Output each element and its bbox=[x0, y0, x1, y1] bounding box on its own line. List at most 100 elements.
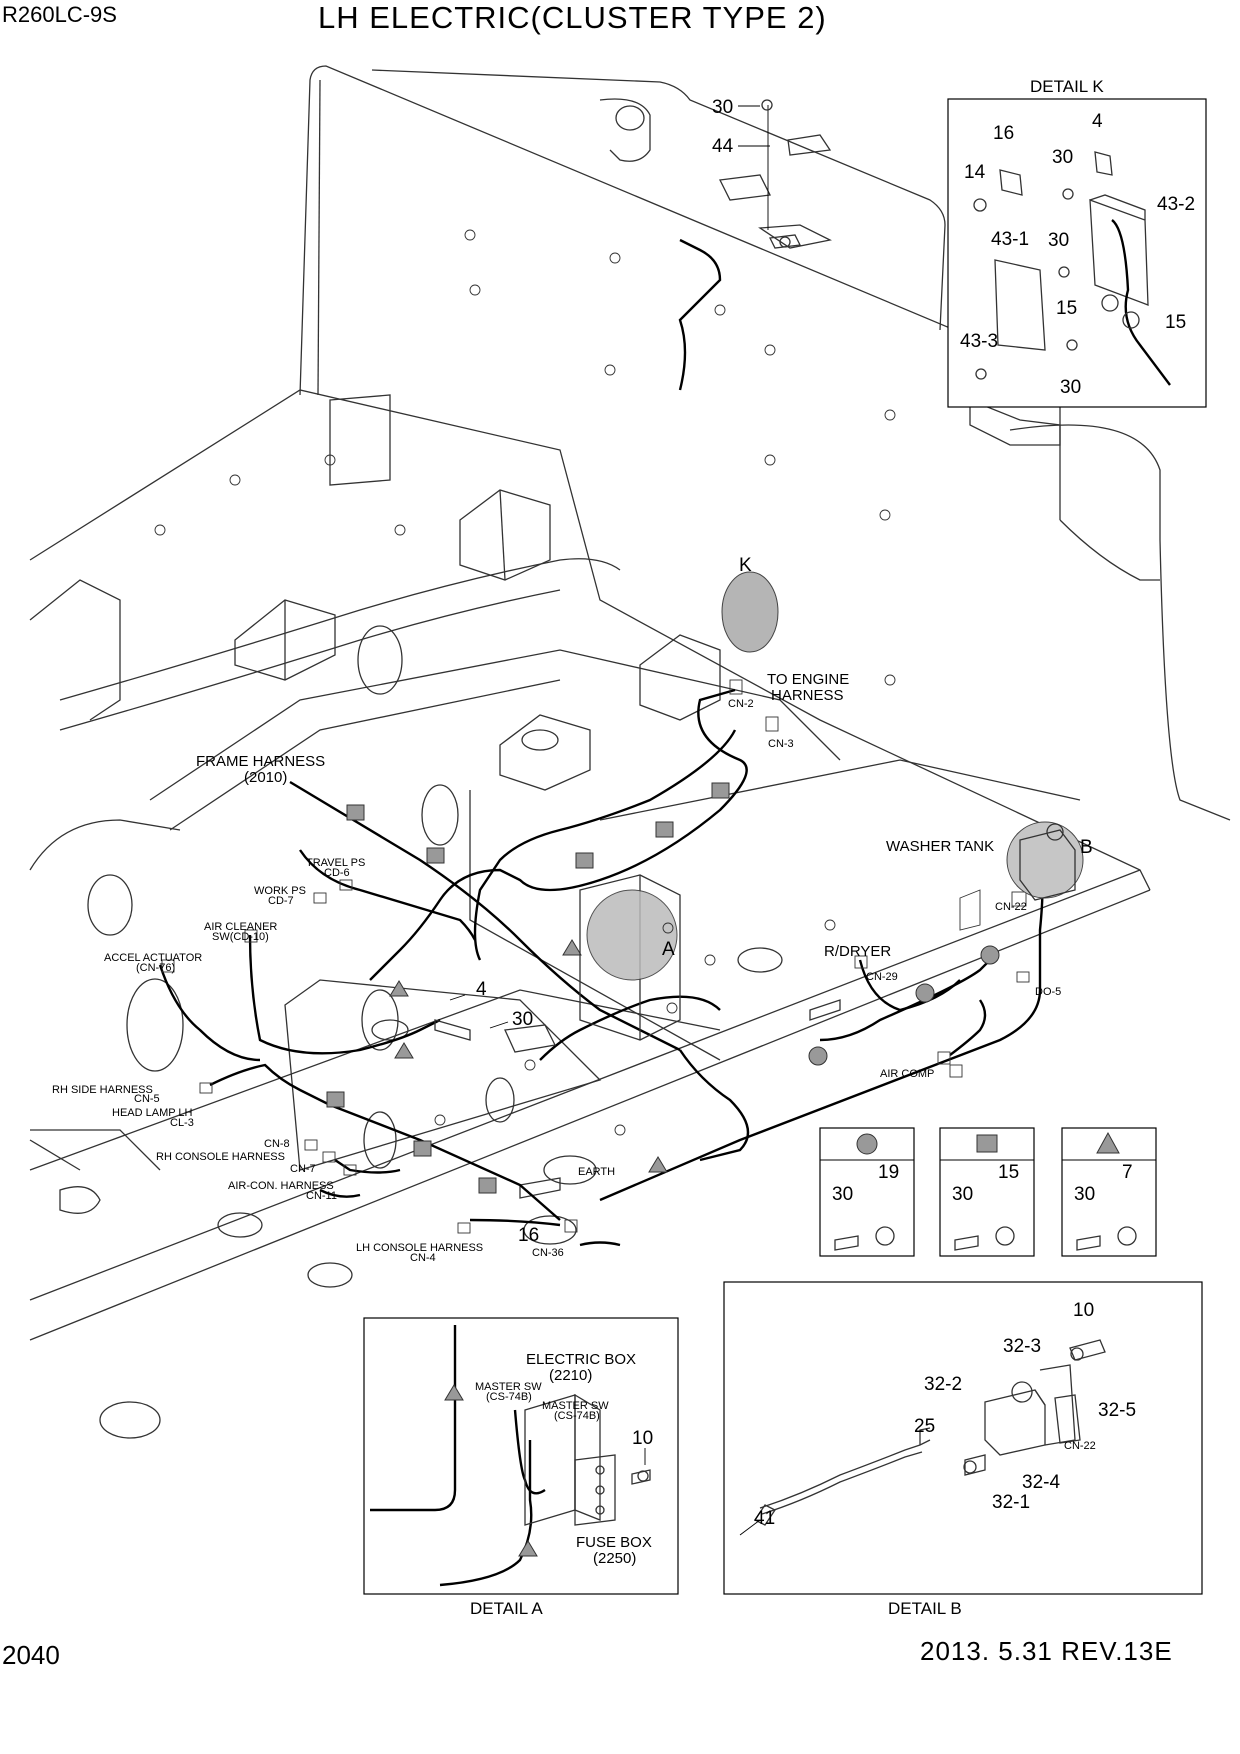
callout-part-44: 44 bbox=[712, 136, 734, 157]
triangle-icon bbox=[1096, 1131, 1120, 1154]
page-title: LH ELECTRIC(CLUSTER TYPE 2) bbox=[318, 0, 827, 35]
detail-b-cn22: CN-22 bbox=[1064, 1440, 1096, 1452]
cn11-label: CN-11 bbox=[306, 1190, 337, 1202]
detail-k-part-43-3: 43-3 bbox=[960, 331, 998, 352]
detail-k-part-30-b: 30 bbox=[1048, 230, 1069, 251]
cn3-label: CN-3 bbox=[768, 738, 794, 750]
detail-b-part-32-5: 32-5 bbox=[1098, 1400, 1136, 1421]
triangle-clamp-marker bbox=[648, 1156, 668, 1173]
legend-triangle-clamp: 7 bbox=[1122, 1162, 1133, 1183]
callout-b: B bbox=[1080, 837, 1093, 858]
detail-b-part-32-2: 32-2 bbox=[924, 1374, 962, 1395]
frame-harness-label: FRAME HARNESS bbox=[196, 753, 325, 770]
harness-label: HARNESS bbox=[771, 687, 844, 704]
head-lamp-label: HEAD LAMP LH bbox=[112, 1107, 193, 1119]
square-clamp-marker bbox=[575, 852, 594, 869]
washer-tank-area bbox=[1006, 821, 1084, 901]
circle-clamp-marker bbox=[808, 1046, 828, 1066]
cn8-label: CN-8 bbox=[264, 1138, 290, 1150]
detail-b-part-10: 10 bbox=[1073, 1300, 1094, 1321]
detail-b-part-25: 25 bbox=[914, 1416, 935, 1437]
square-clamp-marker bbox=[426, 847, 445, 864]
square-clamp-marker bbox=[478, 1177, 497, 1194]
triangle-clamp-marker bbox=[389, 980, 409, 997]
cd7-label: CD-7 bbox=[268, 895, 294, 907]
air-cleaner-sw-label: SW(CD-10) bbox=[212, 931, 269, 943]
washer-tank-label: WASHER TANK bbox=[886, 838, 994, 855]
air-con-harness-label: AIR-CON. HARNESS bbox=[228, 1180, 334, 1192]
detail-k-part-30-a: 30 bbox=[1052, 147, 1073, 168]
triangle-clamp-marker bbox=[518, 1540, 538, 1557]
cd6-label: CD-6 bbox=[324, 867, 350, 879]
clamp-legend: 30 19 30 15 30 7 bbox=[819, 1127, 1157, 1257]
cn4-label: CN-4 bbox=[410, 1252, 436, 1264]
to-engine-label: TO ENGINE bbox=[767, 671, 849, 688]
cl3-label: CL-3 bbox=[170, 1117, 194, 1129]
top-bracket bbox=[758, 99, 832, 249]
circle-clamp-marker bbox=[915, 983, 935, 1003]
rh-console-harness-label: RH CONSOLE HARNESS bbox=[156, 1151, 285, 1163]
callout-k: K bbox=[739, 555, 752, 576]
legend-square-clamp: 15 bbox=[998, 1162, 1019, 1183]
electric-box-number: (2210) bbox=[549, 1367, 592, 1384]
detail-b-part-32-1: 32-1 bbox=[992, 1492, 1030, 1513]
cn22-label: CN-22 bbox=[995, 901, 1027, 913]
detail-k-part-16: 16 bbox=[993, 123, 1014, 144]
square-clamp-marker bbox=[413, 1140, 432, 1157]
detail-b-part-32-4: 32-4 bbox=[1022, 1472, 1060, 1493]
triangle-clamp-marker bbox=[444, 1384, 464, 1401]
cn5-label: CN-5 bbox=[134, 1093, 160, 1105]
connector-blocks bbox=[161, 679, 1030, 1234]
legend-circle-clamp: 19 bbox=[878, 1162, 899, 1183]
rh-side-harness-label: RH SIDE HARNESS bbox=[52, 1084, 153, 1096]
callout-part-4: 4 bbox=[476, 979, 487, 1000]
square-clamp-marker bbox=[711, 782, 730, 799]
detail-k-part-30-c: 30 bbox=[1060, 377, 1081, 398]
legend-circle-bolt: 30 bbox=[832, 1184, 853, 1205]
detail-a-highlight bbox=[586, 889, 678, 981]
cn76-label: (CN-76) bbox=[136, 962, 175, 974]
electric-box-area bbox=[579, 874, 681, 1041]
callout-part-30: 30 bbox=[512, 1009, 533, 1030]
master-sw-2-connector: (CS-74B) bbox=[554, 1410, 600, 1422]
legend-square-bolt: 30 bbox=[952, 1184, 973, 1205]
callout-a: A bbox=[662, 939, 675, 960]
square-clamp-marker bbox=[326, 1091, 345, 1108]
frame-harness-number: (2010) bbox=[244, 769, 287, 786]
callout-part-16: 16 bbox=[518, 1225, 539, 1246]
detail-b-part-41: 41 bbox=[754, 1508, 775, 1529]
detail-k-part-43-2: 43-2 bbox=[1157, 194, 1195, 215]
electric-box-label: ELECTRIC BOX bbox=[526, 1351, 636, 1368]
harness-labels: FRAME HARNESS (2010) TO ENGINE HARNESS C… bbox=[52, 97, 1093, 1264]
do5-label: DO-5 bbox=[1035, 986, 1061, 998]
detail-k-part-14: 14 bbox=[964, 162, 986, 183]
detail-b-part-32-3: 32-3 bbox=[1003, 1336, 1041, 1357]
page-number: 2040 bbox=[2, 1640, 60, 1670]
clamp-markers bbox=[326, 782, 1000, 1194]
model-code: R260LC-9S bbox=[2, 2, 117, 27]
cn36-label: CN-36 bbox=[532, 1247, 564, 1259]
earth-label: EARTH bbox=[578, 1166, 615, 1178]
air-cleaner-label: AIR CLEANER bbox=[204, 921, 277, 933]
detail-b-panel: DETAIL B 10 32-3 32-2 32-5 CN-22 25 32-4… bbox=[723, 1281, 1203, 1618]
detail-b-title: DETAIL B bbox=[888, 1599, 962, 1618]
rdryer-label: R/DRYER bbox=[824, 943, 891, 960]
lh-console-harness-label: LH CONSOLE HARNESS bbox=[356, 1242, 483, 1254]
detail-k-part-4: 4 bbox=[1092, 111, 1103, 132]
square-icon bbox=[976, 1134, 998, 1153]
air-comp-label: AIR COMP bbox=[880, 1068, 934, 1080]
frame-structure bbox=[29, 65, 1231, 1439]
master-sw-1-label: MASTER SW bbox=[475, 1381, 542, 1393]
cn29-label: CN-29 bbox=[866, 971, 898, 983]
triangle-clamp-marker bbox=[562, 939, 582, 956]
circle-clamp-marker bbox=[980, 945, 1000, 965]
square-clamp-marker bbox=[655, 821, 674, 838]
cn2-label: CN-2 bbox=[728, 698, 754, 710]
triangle-clamp-marker bbox=[394, 1042, 414, 1059]
travel-ps-label: TRAVEL PS bbox=[306, 857, 365, 869]
detail-k-part-15-a: 15 bbox=[1056, 298, 1077, 319]
detail-k-panel: DETAIL K 16 4 14 30 43-2 43-1 30 15 15 4… bbox=[947, 77, 1207, 408]
detail-a-title: DETAIL A bbox=[470, 1599, 543, 1618]
harness-wires bbox=[158, 238, 1044, 1247]
